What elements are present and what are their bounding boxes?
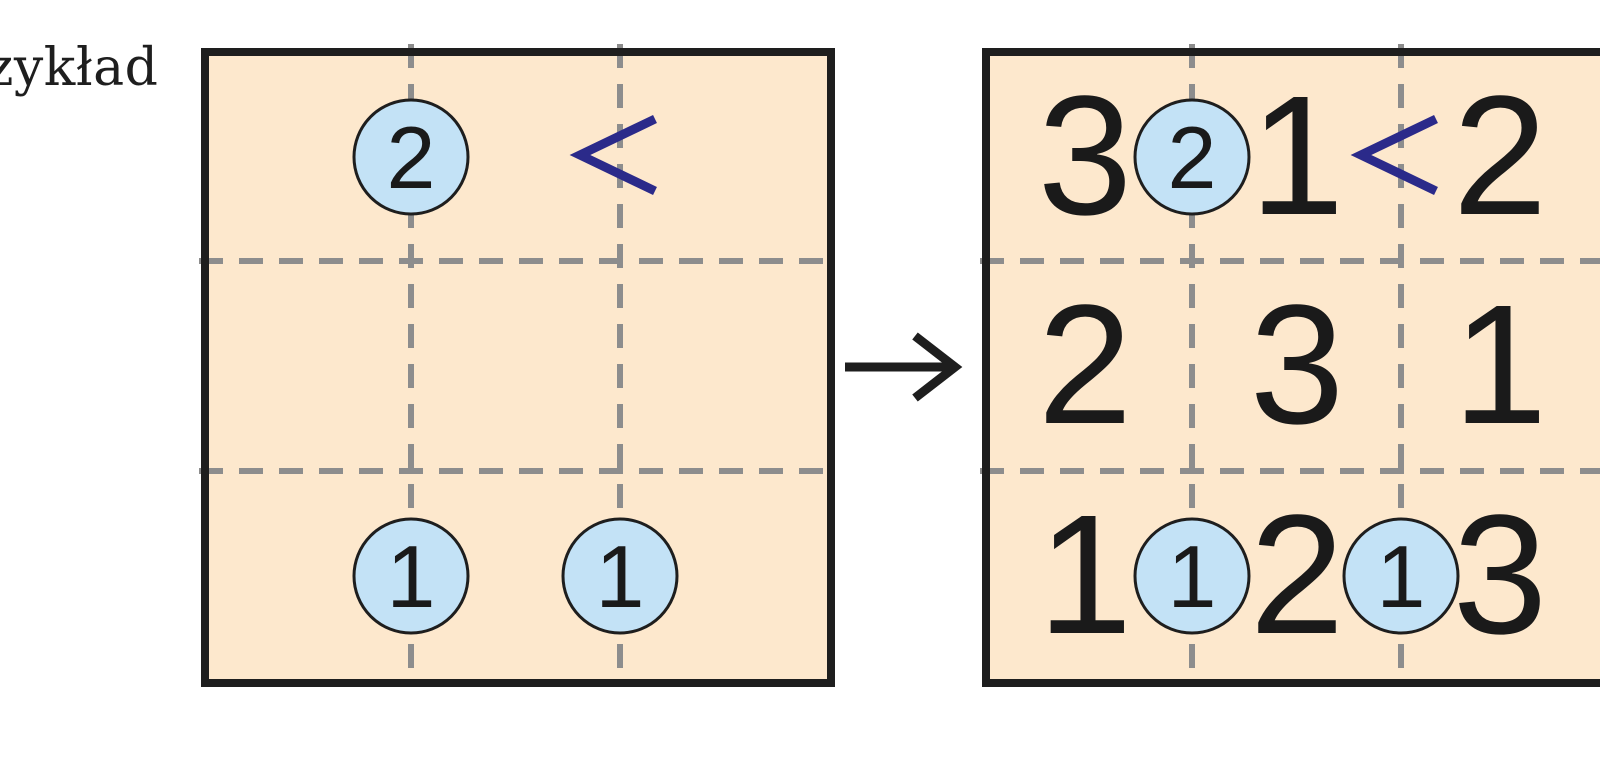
right-arrow-icon [845,332,963,402]
solution-clues: 2 1 1 [1133,98,1460,635]
clue-circle [1133,98,1251,216]
solution-digit: 2 [1453,61,1548,251]
solution-background [986,52,1600,683]
clue-circle [1342,517,1460,635]
clue-value: 1 [387,527,436,626]
solution-digit: 1 [1038,480,1133,670]
clue-value: 2 [387,108,436,207]
clue-value: 1 [1377,527,1426,626]
solution-digit: 1 [1250,61,1345,251]
clue-circle [352,517,470,635]
puzzle-grid: 2 1 1 [199,44,837,687]
clue-circle [1133,517,1251,635]
solution-digit: 3 [1038,61,1133,251]
less-than-sign [569,114,657,196]
solution-digit: 3 [1453,480,1548,670]
solution-digit: 2 [1250,480,1345,670]
puzzle-clues: 2 1 1 [352,98,679,635]
solution-border [982,48,1600,687]
solution-digit: 2 [1038,270,1133,460]
example-caption: zykład [0,38,159,98]
clue-value: 2 [1168,108,1217,207]
clue-circle [352,98,470,216]
puzzle-background [205,52,831,683]
less-than-sign [1350,114,1438,196]
clue-value: 1 [596,527,645,626]
clue-circle [561,517,679,635]
solution-digit: 1 [1453,270,1548,460]
clue-value: 1 [1168,527,1217,626]
solution-digit: 3 [1250,270,1345,460]
puzzle-border [201,48,835,687]
